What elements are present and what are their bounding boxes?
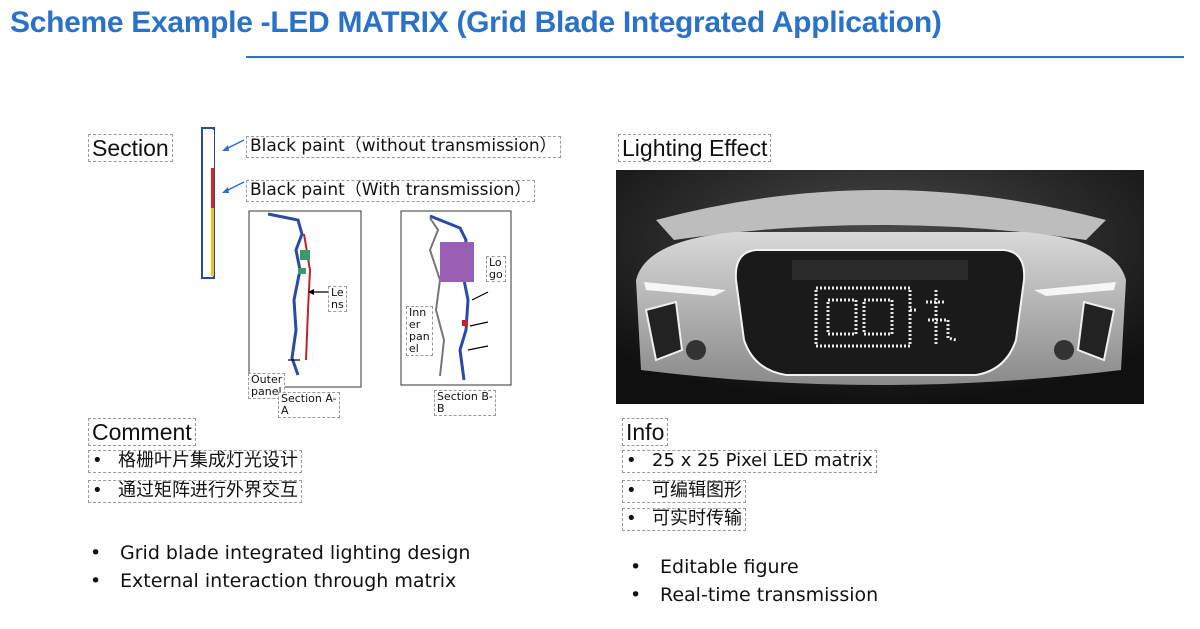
comment-item-1: •格栅叶片集成灯光设计 [88, 450, 302, 473]
info-header: Info [622, 418, 669, 447]
section-a-caption: Section A- A [278, 392, 340, 419]
comment-header: Comment [88, 418, 196, 447]
bullet: • [92, 480, 103, 501]
comment-item-2: •通过矩阵进行外界交互 [88, 480, 302, 503]
lighting-effect-header: Lighting Effect [618, 134, 772, 163]
section-b-caption: Section B- B [434, 390, 496, 417]
title-underline [246, 56, 1184, 58]
bullet: • [92, 450, 103, 471]
page-title: Scheme Example -LED MATRIX (Grid Blade I… [10, 6, 942, 39]
logo-label: Lo go [486, 256, 506, 283]
english-item-2: •External interaction through matrix [90, 570, 457, 592]
outer-panel-label: Outer panel [248, 373, 286, 400]
english-info-item-1: •Editable figure [630, 556, 799, 578]
section-header: Section [88, 134, 173, 163]
paint-label-with-transmission: Black paint（With transmission） [246, 180, 536, 202]
inner-panel-label: Inn er pan el [406, 306, 433, 357]
car-front-image [616, 170, 1144, 404]
english-info-item-2: •Real-time transmission [630, 584, 879, 606]
paint-arrows [222, 139, 245, 193]
info-item-3: •可实时传输 [622, 508, 746, 531]
info-item-1: •25 x 25 Pixel LED matrix [622, 450, 877, 473]
paint-strip-diagram [201, 127, 215, 279]
paint-label-without-transmission: Black paint（without transmission） [246, 136, 561, 158]
section-b-drawing [400, 210, 512, 386]
english-item-1: •Grid blade integrated lighting design [90, 542, 471, 564]
info-item-2: •可编辑图形 [622, 480, 746, 503]
lens-label: Le ns [328, 286, 347, 313]
